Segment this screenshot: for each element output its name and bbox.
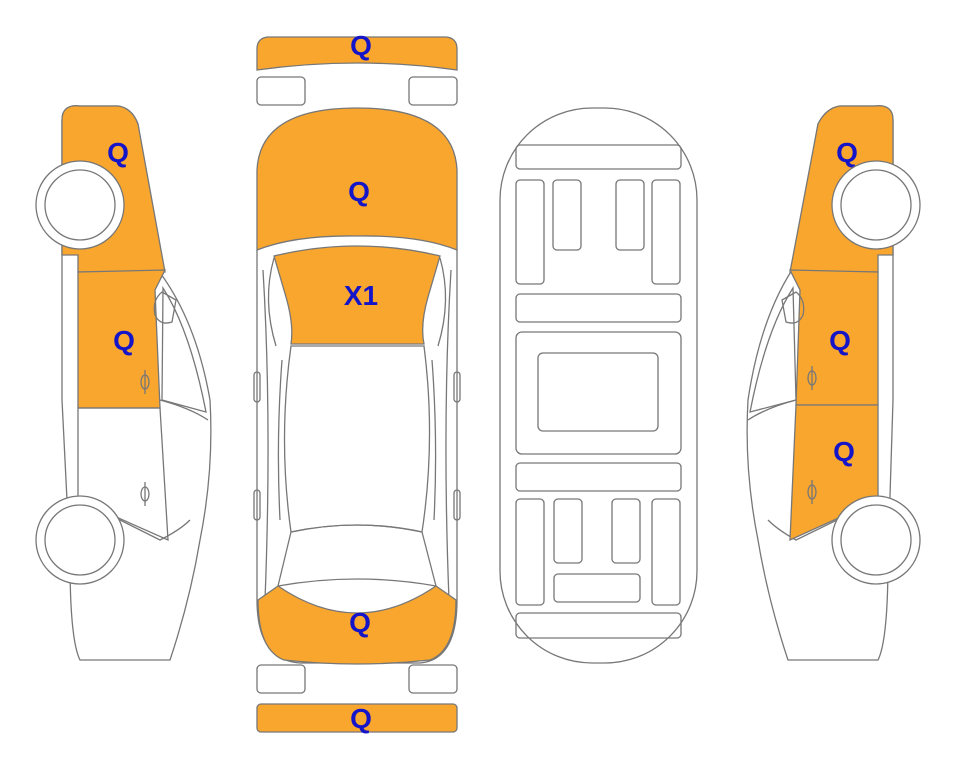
front-right-light <box>408 76 458 106</box>
underbody-rear-bar <box>515 462 682 492</box>
left-side-view: Q Q <box>35 105 212 661</box>
trunk-panel[interactable] <box>257 585 457 665</box>
left-rear-handle <box>140 482 150 506</box>
underbody-firewall <box>515 293 682 323</box>
underbody-rear-left-block <box>553 498 583 564</box>
underbody-rear-right-rail <box>651 498 681 606</box>
hood-label: Q <box>348 176 370 207</box>
rear-right-light <box>408 664 458 694</box>
front-bumper-panel[interactable] <box>256 36 458 71</box>
left-front-door-label: Q <box>113 325 135 356</box>
top-right-side-line <box>445 269 452 601</box>
left-side-window <box>277 359 283 521</box>
underbody-front-left-rail <box>515 179 545 285</box>
right-front-fender-label: Q <box>836 137 858 168</box>
left-front-door-panel[interactable] <box>77 269 167 409</box>
left-window-outline <box>161 285 207 413</box>
underbody-front-left-block <box>552 179 582 251</box>
left-front-handle <box>140 370 150 394</box>
right-rear-wheel <box>831 495 921 585</box>
left-a-pillar <box>267 257 277 347</box>
underbody-front-right-block <box>615 179 645 251</box>
underbody-spare-well <box>553 573 641 603</box>
rear-left-light <box>256 664 306 694</box>
windshield-label: X1 <box>344 280 378 311</box>
rear-bumper-label: Q <box>350 703 372 734</box>
trunk-label: Q <box>349 607 371 638</box>
right-front-handle <box>807 366 817 390</box>
underbody-outline <box>499 107 698 664</box>
left-rear-wheel <box>35 495 125 585</box>
right-rear-handle <box>453 489 461 521</box>
underbody-front-right-rail <box>651 179 681 285</box>
right-side-view: Q Q Q <box>746 105 921 661</box>
left-rear-door-outline <box>77 407 169 542</box>
underbody-front-bar <box>515 144 682 170</box>
right-rear-handle <box>807 480 817 504</box>
front-bumper-label: Q <box>350 30 372 61</box>
left-belt-line <box>159 399 209 421</box>
left-mirror-outline <box>153 291 177 324</box>
top-view: Q Q X1 Q Q <box>253 30 461 734</box>
right-rear-door-label: Q <box>833 436 855 467</box>
left-mirror <box>253 371 261 403</box>
right-mirror-outline <box>781 291 805 324</box>
right-front-wheel <box>831 160 921 250</box>
underbody-floor-pan <box>537 352 659 432</box>
underbody-tail-bar <box>515 612 682 639</box>
left-front-wheel <box>35 160 125 250</box>
right-sill-line <box>767 499 879 541</box>
roof-outline <box>283 345 431 533</box>
top-left-side-line <box>262 269 269 601</box>
left-front-fender-label: Q <box>107 137 129 168</box>
front-left-light <box>256 76 306 106</box>
left-rear-handle <box>253 489 261 521</box>
hood-panel[interactable] <box>256 107 458 251</box>
rear-window-outline <box>277 524 437 587</box>
right-mirror <box>453 371 461 403</box>
windshield-panel[interactable] <box>273 245 441 345</box>
underbody-rear-right-block <box>611 498 641 564</box>
right-window-outline <box>749 285 797 413</box>
underbody-rear-left-rail <box>515 498 545 606</box>
right-a-pillar <box>437 257 447 347</box>
right-front-door-label: Q <box>829 325 851 356</box>
rear-bumper-panel[interactable] <box>256 703 458 733</box>
left-sill-line <box>79 499 191 541</box>
right-side-window <box>431 359 437 521</box>
underbody-floor-frame <box>515 331 682 455</box>
right-belt-line <box>747 399 797 421</box>
underbody-view <box>499 107 698 664</box>
